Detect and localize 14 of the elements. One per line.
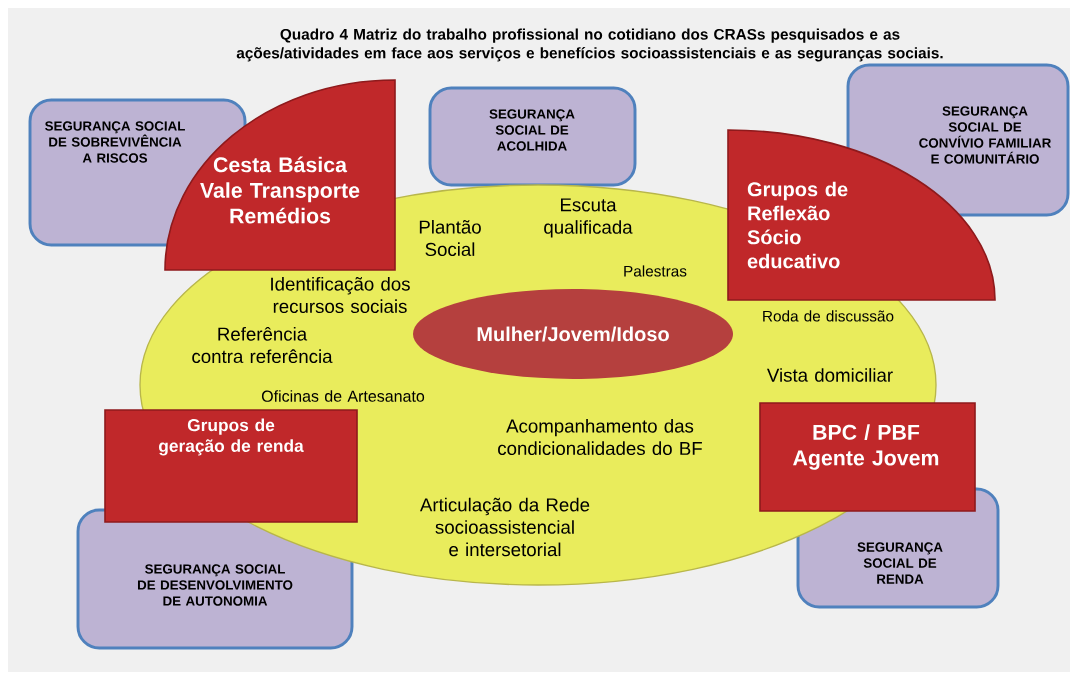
activity-label: Vista domiciliar [767,368,893,382]
title: Quadro 4 Matriz do trabalho profissional no cotidiano dos CRASs pesquisados e as ações/atividades em face aos serviços e benefícios socioassistenciais e as seguranças sociais. [236,28,943,62]
activity-label: Palestras [624,265,687,277]
security-box: SEGURANÇA SOCIAL DE ACOLHIDA [428,86,637,187]
activity-label: Articulação da Rede socioassistencial e intersetorial [419,497,590,557]
service-box: BPC / PBF Agente Jovem [759,402,976,512]
activity-label: Escuta qualificada [544,198,633,238]
activity-label: Identificação dos recursos sociais [271,276,410,314]
activity-label: Roda de discussão [763,310,894,322]
activity-label: Plantão Social [419,219,481,257]
service-box: Grupos de geração de renda [104,409,358,523]
activity-label: Referência contra referência [192,326,333,364]
activity-label: Oficinas de Artesanato [261,390,425,402]
activity-label: Acompanhamento das condicionalidades do BF [498,418,702,456]
